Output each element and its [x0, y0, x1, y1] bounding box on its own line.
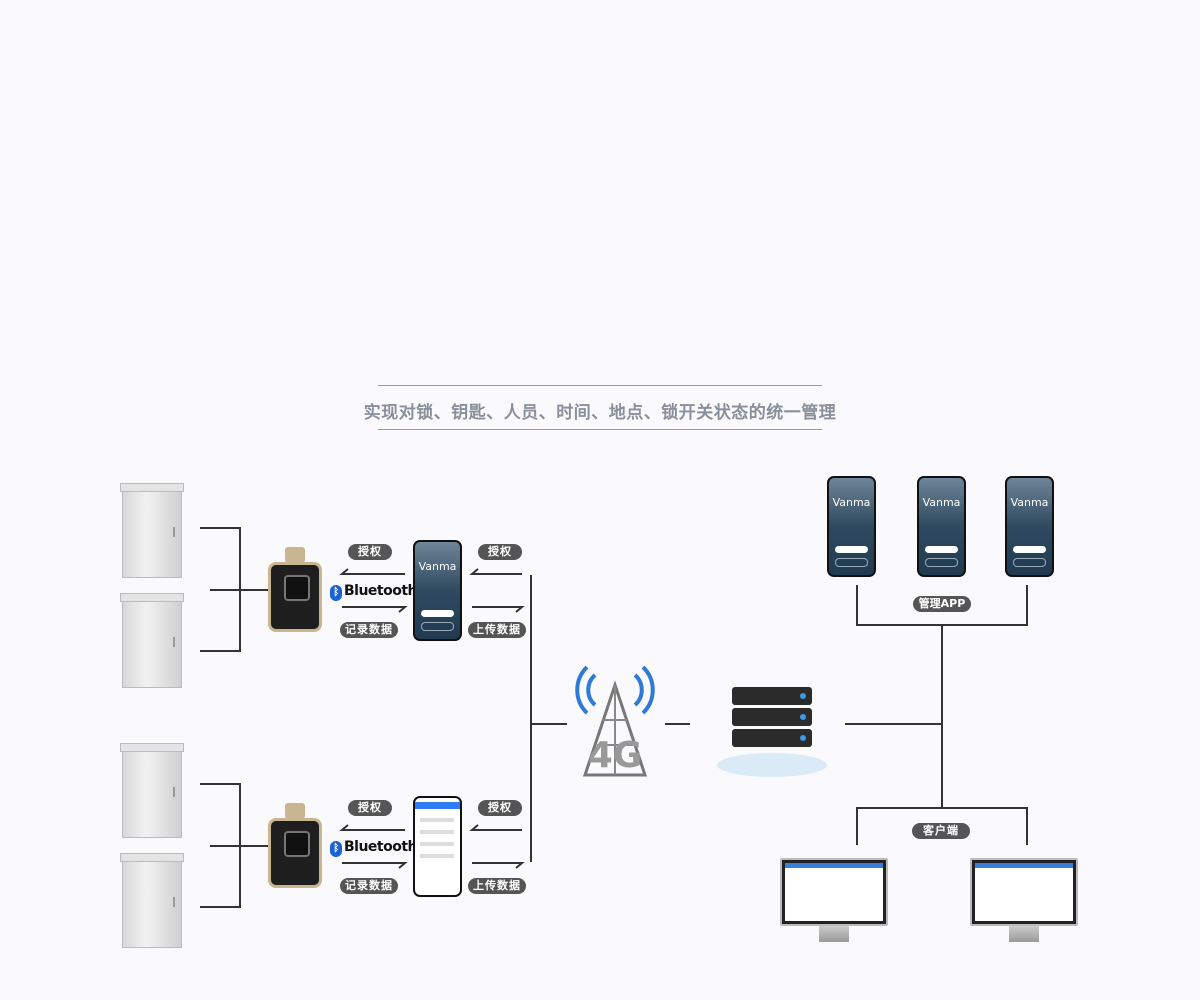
fingerprint-icon	[284, 831, 310, 857]
management-phone: Vanma	[1005, 476, 1054, 577]
bluetooth-icon: ᛒ	[330, 841, 342, 857]
phone-app-login: Vanma	[413, 540, 462, 641]
record-data-tag: 记录数据	[340, 622, 398, 638]
page-title: 实现对锁、钥匙、人员、时间、地点、锁开关状态的统一管理	[363, 403, 837, 423]
smart-key	[268, 803, 322, 888]
cabinet	[120, 483, 184, 578]
bluetooth-icon: ᛒ	[330, 585, 342, 601]
4g-tower-icon: 4G	[575, 665, 655, 777]
phone-app-list	[413, 796, 462, 897]
authorize-tag: 授权	[348, 544, 392, 560]
monitor-stand	[1009, 926, 1039, 942]
upload-data-tag: 上传数据	[468, 622, 526, 638]
client-monitor	[780, 858, 888, 926]
title-rule-bottom	[378, 429, 822, 430]
title-rule-top	[378, 385, 822, 386]
management-phone: Vanma	[827, 476, 876, 577]
upload-data-tag: 上传数据	[468, 878, 526, 894]
monitor-stand	[819, 926, 849, 942]
management-phone: Vanma	[917, 476, 966, 577]
management-app-tag: 管理APP	[913, 596, 971, 612]
authorize-tag: 授权	[348, 800, 392, 816]
cabinet	[120, 743, 184, 838]
authorize-tag: 授权	[478, 544, 522, 560]
fingerprint-icon	[284, 575, 310, 601]
smart-key	[268, 547, 322, 632]
client-tag: 客户端	[912, 823, 970, 839]
record-data-tag: 记录数据	[340, 878, 398, 894]
authorize-tag: 授权	[478, 800, 522, 816]
cloud-server-icon	[717, 687, 827, 777]
cabinet	[120, 853, 184, 948]
svg-text:4G: 4G	[588, 735, 643, 776]
cabinet	[120, 593, 184, 688]
client-monitor	[970, 858, 1078, 926]
